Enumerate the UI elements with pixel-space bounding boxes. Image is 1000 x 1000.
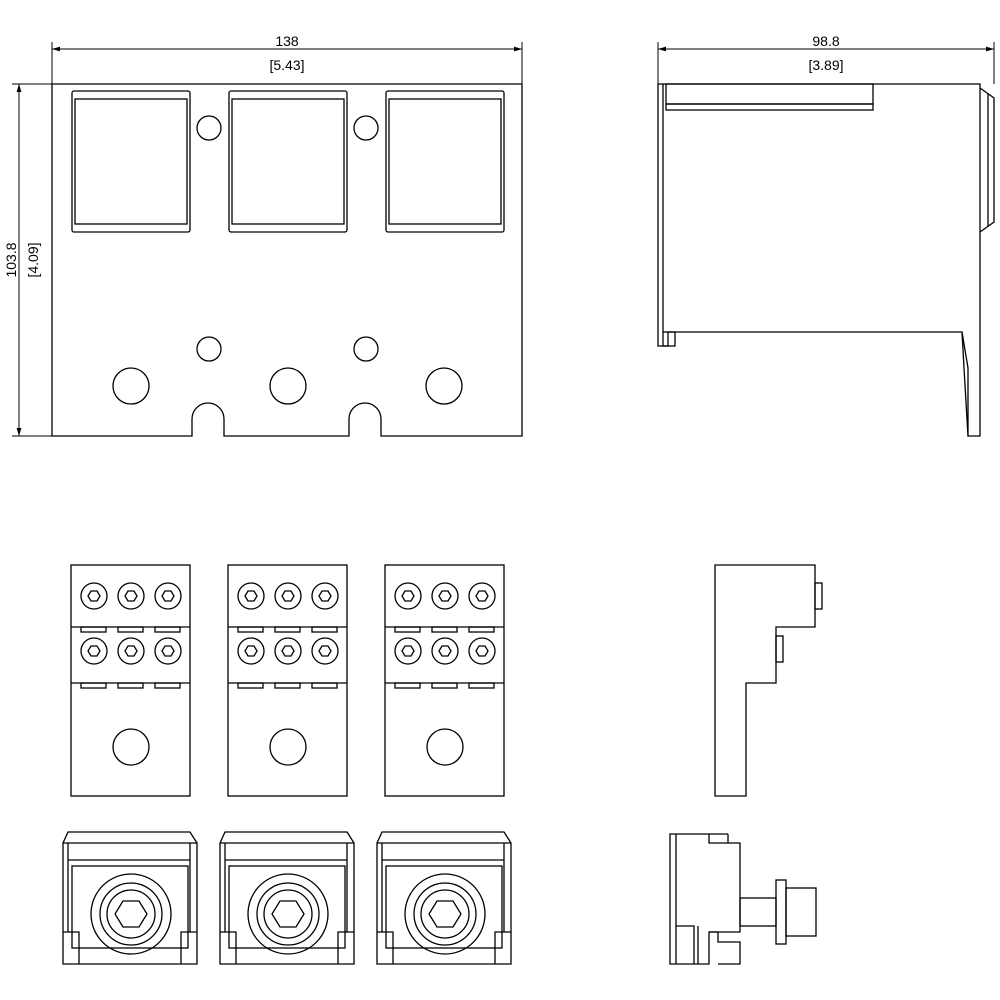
screw-icon xyxy=(80,582,108,610)
front-width-dimension: 138 [5.43] xyxy=(51,33,523,84)
screw-icon xyxy=(468,582,496,610)
front-width-label: 138 xyxy=(275,33,299,49)
mounting-hole xyxy=(353,115,379,141)
side-view: 98.8 [3.89] xyxy=(657,33,995,437)
terminal-block xyxy=(384,564,505,797)
front-view: 138 [5.43] 103.8 [4.09] xyxy=(3,33,523,437)
window-cutout xyxy=(385,90,505,233)
screw-icon xyxy=(468,637,496,665)
screw-icon xyxy=(80,637,108,665)
screw-icon xyxy=(274,582,302,610)
terminal-blocks-top-view xyxy=(70,564,505,797)
screw-icon xyxy=(394,637,422,665)
front-width-label-inches: [5.43] xyxy=(269,57,304,73)
terminal-hole xyxy=(269,728,307,766)
terminal-hole xyxy=(269,367,307,405)
mounting-hole xyxy=(353,336,379,362)
terminal-block xyxy=(70,564,191,797)
terminal-hole xyxy=(112,728,150,766)
screw-icon xyxy=(237,582,265,610)
screw-icon xyxy=(431,637,459,665)
hex-socket-icon xyxy=(271,900,305,928)
side-body-outline xyxy=(657,83,981,437)
terminal-hole xyxy=(112,367,150,405)
terminal-clamp xyxy=(219,831,355,965)
window-cutout xyxy=(228,90,348,233)
front-body-outline xyxy=(51,83,523,437)
screw-icon xyxy=(311,637,339,665)
mounting-hole xyxy=(196,336,222,362)
mounting-hole xyxy=(196,115,222,141)
screw-icon xyxy=(237,637,265,665)
terminal-block xyxy=(227,564,348,797)
screw-icon xyxy=(154,582,182,610)
screw-icon xyxy=(117,637,145,665)
terminal-hole xyxy=(426,728,464,766)
terminal-blocks-front-view xyxy=(62,831,512,965)
hex-socket-icon xyxy=(428,900,462,928)
front-height-dimension: 103.8 [4.09] xyxy=(3,83,52,437)
window-cutout xyxy=(71,90,191,233)
side-width-label-inches: [3.89] xyxy=(808,57,843,73)
screw-icon xyxy=(117,582,145,610)
screw-icon xyxy=(431,582,459,610)
front-height-label-inches: [4.09] xyxy=(25,242,41,277)
terminal-clamp xyxy=(62,831,198,965)
side-width-dimension: 98.8 [3.89] xyxy=(657,33,995,84)
screw-icon xyxy=(154,637,182,665)
terminal-hole xyxy=(425,367,463,405)
terminal-block-side-profile xyxy=(714,564,823,797)
screw-icon xyxy=(274,637,302,665)
screw-icon xyxy=(311,582,339,610)
terminal-clamp xyxy=(376,831,512,965)
hex-socket-icon xyxy=(114,900,148,928)
screw-icon xyxy=(394,582,422,610)
front-height-label: 103.8 xyxy=(3,242,19,277)
terminal-clamp-side-view xyxy=(669,833,817,965)
side-width-label: 98.8 xyxy=(812,33,839,49)
